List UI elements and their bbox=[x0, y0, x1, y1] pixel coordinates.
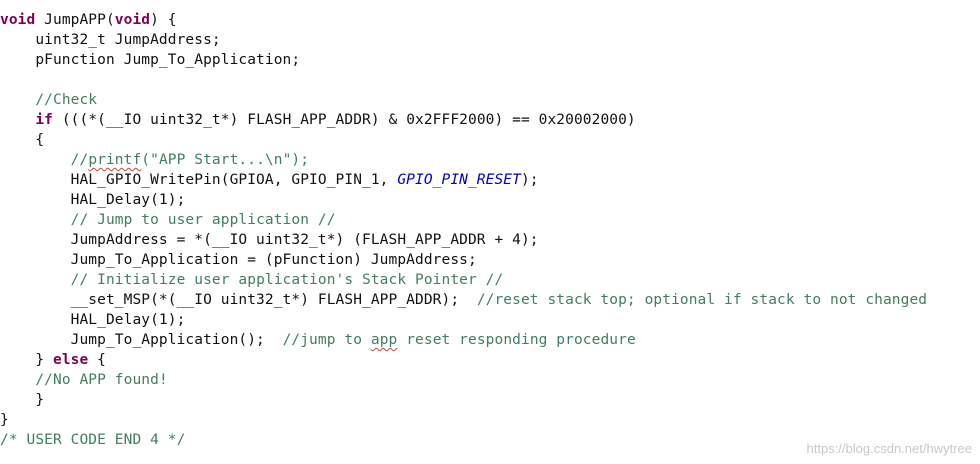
code-token: HAL_Delay(1); bbox=[0, 312, 186, 328]
code-token: // bbox=[70, 152, 89, 168]
code-line: HAL_Delay(1); bbox=[0, 310, 186, 330]
watermark: https://blog.csdn.net/hwytree bbox=[806, 441, 972, 456]
code-line: HAL_GPIO_WritePin(GPIOA, GPIO_PIN_1, GPI… bbox=[0, 170, 539, 190]
code-token: void bbox=[0, 12, 36, 28]
code-token: { bbox=[0, 132, 45, 148]
code-token bbox=[0, 372, 35, 388]
code-token: (((*(__IO uint32_t*) FLASH_APP_ADDR) & 0… bbox=[53, 112, 636, 128]
code-token: HAL_GPIO_WritePin(GPIOA, GPIO_PIN_1, bbox=[0, 172, 398, 188]
code-token: ); bbox=[520, 172, 539, 188]
code-token: uint32_t JumpAddress; bbox=[0, 32, 221, 48]
code-token: Jump_To_Application(); bbox=[0, 332, 283, 348]
code-token: pFunction Jump_To_Application; bbox=[0, 52, 301, 68]
code-line: void JumpAPP(void) { bbox=[0, 10, 177, 30]
code-token: /* USER CODE END 4 */ bbox=[0, 432, 186, 448]
code-token: //jump to bbox=[282, 332, 371, 348]
code-token: JumpAPP( bbox=[35, 12, 115, 28]
code-line: pFunction Jump_To_Application; bbox=[0, 50, 300, 70]
code-token: Jump_To_Application = (pFunction) JumpAd… bbox=[0, 252, 477, 268]
code-token bbox=[0, 152, 71, 168]
code-token: { bbox=[88, 352, 106, 368]
code-token: void bbox=[114, 12, 151, 28]
code-line: HAL_Delay(1); bbox=[0, 190, 186, 210]
code-token: // Jump to user application // bbox=[70, 212, 336, 228]
code-line: __set_MSP(*(__IO uint32_t*) FLASH_APP_AD… bbox=[0, 290, 927, 310]
code-line: /* USER CODE END 4 */ bbox=[0, 430, 185, 450]
code-token: __set_MSP(*(__IO uint32_t*) FLASH_APP_AD… bbox=[0, 292, 477, 308]
code-token bbox=[0, 112, 35, 128]
code-token: if bbox=[35, 112, 53, 128]
code-line: // Initialize user application's Stack P… bbox=[0, 270, 504, 290]
code-line: Jump_To_Application(); //jump to app res… bbox=[0, 330, 636, 350]
code-token: //Check bbox=[35, 92, 98, 108]
code-editor[interactable]: void JumpAPP(void) { uint32_t JumpAddres… bbox=[0, 10, 980, 464]
code-token: else bbox=[52, 352, 89, 368]
code-token: ) { bbox=[150, 12, 177, 28]
code-token: } bbox=[0, 412, 9, 428]
code-token: HAL_Delay(1); bbox=[0, 192, 186, 208]
code-line: if (((*(__IO uint32_t*) FLASH_APP_ADDR) … bbox=[0, 110, 636, 130]
code-line: JumpAddress = *(__IO uint32_t*) (FLASH_A… bbox=[0, 230, 539, 250]
code-line: } else { bbox=[0, 350, 106, 370]
code-token: app bbox=[370, 332, 398, 348]
code-line: //Check bbox=[0, 90, 97, 110]
code-line: } bbox=[0, 410, 9, 430]
code-token: } bbox=[0, 352, 53, 368]
code-token: //No APP found! bbox=[35, 372, 168, 388]
code-line: { bbox=[0, 130, 44, 150]
code-line: Jump_To_Application = (pFunction) JumpAd… bbox=[0, 250, 477, 270]
code-line: //No APP found! bbox=[0, 370, 168, 390]
code-line: } bbox=[0, 390, 44, 410]
code-line: // Jump to user application // bbox=[0, 210, 336, 230]
code-token: } bbox=[0, 392, 45, 408]
code-line: uint32_t JumpAddress; bbox=[0, 30, 221, 50]
code-line: //printf("APP Start...\n"); bbox=[0, 150, 309, 170]
code-token: // Initialize user application's Stack P… bbox=[70, 272, 504, 288]
code-token: printf bbox=[88, 152, 142, 168]
code-token bbox=[0, 212, 71, 228]
code-token: GPIO_PIN_RESET bbox=[397, 172, 521, 188]
code-token: //reset stack top; optional if stack to … bbox=[476, 292, 928, 308]
code-token bbox=[0, 272, 71, 288]
code-token: reset responding procedure bbox=[397, 332, 636, 348]
code-token bbox=[0, 92, 35, 108]
code-token: JumpAddress = *(__IO uint32_t*) (FLASH_A… bbox=[0, 232, 539, 248]
code-token: ("APP Start...\n"); bbox=[141, 152, 310, 168]
